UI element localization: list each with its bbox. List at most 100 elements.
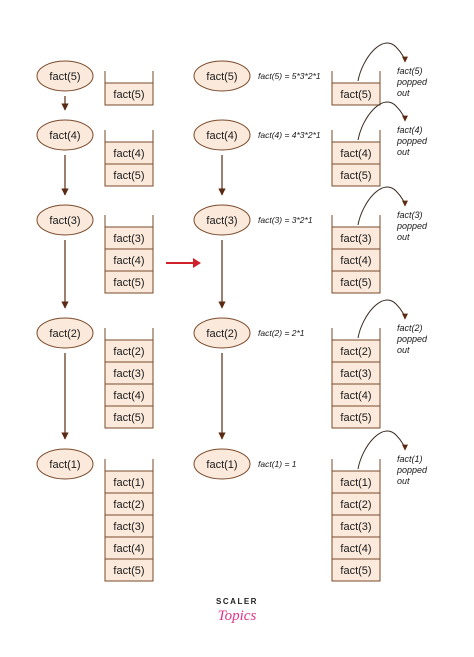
stack-frame-label: fact(5) xyxy=(340,277,371,289)
popped-note-line: popped xyxy=(396,77,428,87)
stack-frame-label: fact(5) xyxy=(113,277,144,289)
stack-frame-label: fact(4) xyxy=(340,543,371,555)
stack-frame-label: fact(2) xyxy=(113,346,144,358)
call-stack-left: fact(3) fact(4) fact(5) xyxy=(104,215,154,294)
call-node-right: fact(1) xyxy=(193,448,251,480)
scaler-topics-logo: SCALER Topics xyxy=(216,597,258,624)
call-stack-left: fact(1) fact(2) fact(3) fact(4) fact(5) xyxy=(104,459,154,582)
stack-frame-label: fact(3) xyxy=(113,233,144,245)
stack-frame-label: fact(4) xyxy=(113,148,144,160)
call-label: fact(5) xyxy=(49,71,80,83)
stack-frame-label: fact(2) xyxy=(113,499,144,511)
stack-frame-label: fact(4) xyxy=(340,148,371,160)
call-label: fact(3) xyxy=(206,215,237,227)
row-5: fact(1)fact(1)fact(1) = 1fact(1)fact(2)f… xyxy=(36,430,428,582)
stack-frame-label: fact(4) xyxy=(113,543,144,555)
pop-arrow xyxy=(357,299,408,339)
pop-arrow xyxy=(357,42,408,82)
call-label: fact(4) xyxy=(206,130,237,142)
call-label: fact(5) xyxy=(206,71,237,83)
popped-note-line: out xyxy=(397,476,410,486)
row-4: fact(2) fact(2) fact(2) = 2*1 fact(2) fact(3… xyxy=(36,299,428,440)
call-label: fact(2) xyxy=(49,328,80,340)
call-stack-right: fact(5) xyxy=(331,71,381,106)
logo-line2: Topics xyxy=(218,608,257,624)
popped-note-line: popped xyxy=(396,465,428,475)
row-1: fact(5)fact(5)fact(5) = 5*3*2*1fact(5)fa… xyxy=(36,42,428,111)
stack-frame-label: fact(5) xyxy=(113,170,144,182)
call-node-left: fact(1) xyxy=(36,448,94,480)
equation-text: fact(4) = 4*3*2*1 xyxy=(258,130,321,140)
call-stack-left: fact(2) fact(3) fact(4) fact(5) xyxy=(104,328,154,429)
stack-frame-label: fact(1) xyxy=(340,477,371,489)
call-node-right: fact(3) xyxy=(193,204,251,236)
stack-frame-label: fact(3) xyxy=(340,233,371,245)
call-node-left: fact(4) xyxy=(36,119,94,151)
call-stack-left: fact(5) xyxy=(104,71,154,106)
stack-frame-label: fact(4) xyxy=(340,255,371,267)
stack-frame-label: fact(4) xyxy=(340,390,371,402)
stack-frame-label: fact(3) xyxy=(340,368,371,380)
equation-text: fact(1) = 1 xyxy=(258,459,297,469)
call-stack-right: fact(4) fact(5) xyxy=(331,130,381,187)
call-node-left: fact(3) xyxy=(36,204,94,236)
popped-note-line: out xyxy=(397,232,410,242)
popped-note-line: out xyxy=(397,147,410,157)
call-stack-left: fact(4) fact(5) xyxy=(104,130,154,187)
popped-note-line: fact(1) xyxy=(397,454,423,464)
call-label: fact(2) xyxy=(206,328,237,340)
stack-frame-label: fact(1) xyxy=(113,477,144,489)
stack-frame-label: fact(3) xyxy=(113,521,144,533)
equation-text: fact(3) = 3*2*1 xyxy=(258,215,313,225)
transition-arrow xyxy=(166,258,201,268)
stack-frame-label: fact(2) xyxy=(340,499,371,511)
stack-frame-label: fact(2) xyxy=(340,346,371,358)
call-label: fact(4) xyxy=(49,130,80,142)
stack-frame-label: fact(5) xyxy=(340,89,371,101)
pop-arrow xyxy=(357,101,408,141)
call-stack-right: fact(1) fact(2) fact(3) fact(4) fact(5) xyxy=(331,459,381,582)
call-stack-right: fact(2) fact(3) fact(4) fact(5) xyxy=(331,328,381,429)
stack-frame-label: fact(5) xyxy=(113,565,144,577)
stack-frame-label: fact(3) xyxy=(113,368,144,380)
popped-note-line: out xyxy=(397,88,410,98)
row-2: fact(4)fact(4)fact(4) = 4*3*2*1fact(4)fa… xyxy=(36,101,428,196)
call-node-right: fact(4) xyxy=(193,119,251,151)
popped-note-line: fact(5) xyxy=(397,66,423,76)
stack-frame-label: fact(3) xyxy=(340,521,371,533)
popped-note-line: fact(4) xyxy=(397,125,423,135)
call-label: fact(1) xyxy=(206,459,237,471)
equation-text: fact(2) = 2*1 xyxy=(258,328,305,338)
equation-text: fact(5) = 5*3*2*1 xyxy=(258,71,321,81)
call-node-left: fact(5) xyxy=(36,60,94,92)
stack-frame-label: fact(5) xyxy=(113,412,144,424)
call-node-left: fact(2) xyxy=(36,317,94,349)
stack-frame-label: fact(5) xyxy=(113,89,144,101)
pop-arrow xyxy=(357,430,408,470)
popped-note-line: popped xyxy=(396,221,428,231)
row-3: fact(3)fact(3)fact(3) = 3*2*1fact(3)fact… xyxy=(36,186,428,309)
stack-frame-label: fact(5) xyxy=(340,565,371,577)
stack-frame-label: fact(5) xyxy=(340,170,371,182)
stack-frame-label: fact(5) xyxy=(340,412,371,424)
logo-line1: SCALER xyxy=(216,597,258,606)
stack-frame-label: fact(4) xyxy=(113,390,144,402)
popped-note-line: fact(2) xyxy=(397,323,423,333)
call-node-right: fact(2) xyxy=(193,317,251,349)
popped-note-line: popped xyxy=(396,334,428,344)
call-stack-right: fact(3) fact(4) fact(5) xyxy=(331,215,381,294)
call-label: fact(1) xyxy=(49,459,80,471)
stack-frame-label: fact(4) xyxy=(113,255,144,267)
popped-note-line: popped xyxy=(396,136,428,146)
pop-arrow xyxy=(357,186,408,226)
call-node-right: fact(5) xyxy=(193,60,251,92)
popped-note-line: out xyxy=(397,345,410,355)
popped-note-line: fact(3) xyxy=(397,210,423,220)
call-label: fact(3) xyxy=(49,215,80,227)
